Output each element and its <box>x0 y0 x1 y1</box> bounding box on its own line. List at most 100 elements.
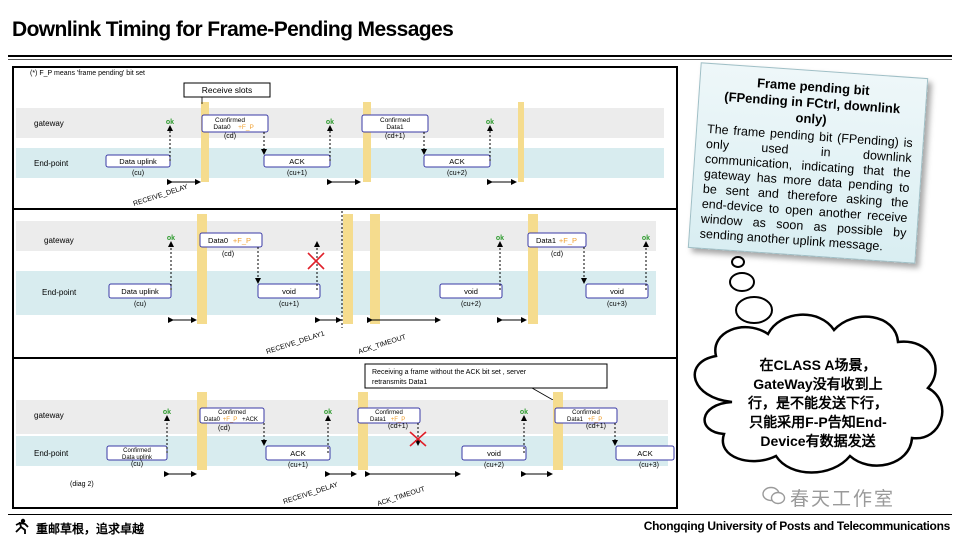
ok-label: ok <box>520 409 528 416</box>
ok-label: ok <box>167 235 175 242</box>
ack-box <box>265 445 331 461</box>
thought-bubble-large <box>735 296 773 324</box>
receive-slot <box>201 102 209 182</box>
fp-label: +F_P <box>238 124 254 131</box>
data0-box <box>199 232 263 248</box>
ok-label: ok <box>163 409 171 416</box>
cd1-label: (cd+1) <box>385 133 405 140</box>
data1-label: Data1 <box>536 236 556 245</box>
cu2-label: (cu+2) <box>461 301 481 308</box>
receive-slot <box>363 102 371 182</box>
ack-label: ACK <box>637 449 652 458</box>
fp-label: +F_P <box>233 236 251 245</box>
ack-timeout-label: ACK_TIMEOUT <box>376 486 426 508</box>
receive-slot <box>197 214 207 324</box>
ok-label: ok <box>642 235 650 242</box>
data0-label: Data0 <box>204 417 221 423</box>
receive-slots-callout <box>183 82 271 98</box>
endpoint-label: End-point <box>34 159 69 168</box>
fp-label: +F_P <box>223 417 238 423</box>
data0-label: Data0 <box>208 236 228 245</box>
confirmed-label: Confirmed <box>218 410 246 416</box>
cloud-line4: 只能采用F-P告知End- <box>749 414 887 430</box>
cd-label: (cd) <box>224 133 236 140</box>
cu1-label: (cu+1) <box>287 170 307 177</box>
cu1-label: (cu+1) <box>288 462 308 469</box>
panel-2: gateway End-point Data uplink (cu) ok Da… <box>16 211 656 356</box>
lost-cross-icon <box>307 252 325 270</box>
cloud-line5: Device有数据发送 <box>760 433 876 449</box>
receive-slot <box>518 102 524 182</box>
fp-note: (*) F_P means 'frame pending' bit set <box>30 70 145 77</box>
cu2-label: (cu+2) <box>447 170 467 177</box>
title-rule <box>8 55 952 57</box>
confirmed-data1-box <box>554 407 618 424</box>
gateway-label: gateway <box>44 236 74 245</box>
cu1-label: (cu+1) <box>279 301 299 308</box>
title-rule-thin <box>8 59 952 60</box>
cd1-label: (cd+1) <box>586 423 606 430</box>
fp-label: +F_P <box>588 417 603 423</box>
confirmed-label: Confirmed <box>123 448 151 454</box>
data1-label: Data1 <box>567 417 584 423</box>
data1-label: Data1 <box>370 417 387 423</box>
confirmed-label: Confirmed <box>215 117 245 124</box>
callout-line2: retransmits Data1 <box>372 379 427 386</box>
thought-bubble-small <box>731 256 745 268</box>
gateway-label: gateway <box>34 411 64 420</box>
cloud-shape <box>693 313 944 474</box>
void-box <box>461 445 527 461</box>
confirmed-label: Confirmed <box>380 117 410 124</box>
ok-label: ok <box>166 119 174 126</box>
fp-label: +F_P <box>391 417 406 423</box>
ack-label: ACK <box>449 157 464 166</box>
endpoint-label: End-point <box>42 288 77 297</box>
receive-slot <box>343 214 353 324</box>
receive-slot <box>370 214 380 324</box>
ok-label: ok <box>496 235 504 242</box>
data1-box <box>527 232 587 248</box>
diagram-frame <box>12 66 678 509</box>
cu-label: (cu) <box>131 461 143 468</box>
plus-ack-label: +ACK <box>242 417 258 423</box>
cu-label: (cu) <box>132 170 144 177</box>
lost-cross-icon <box>409 431 427 447</box>
footer-slogan: 重邮草根，追求卓越 <box>36 522 145 536</box>
thought-cloud <box>693 256 944 474</box>
ack-timeout-label: ACK_TIMEOUT <box>357 334 407 356</box>
confirmed-data1-box <box>361 114 429 133</box>
void-label: void <box>610 287 624 296</box>
data1-label: Data1 <box>386 124 404 131</box>
callout-line1: Receiving a frame without the ACK bit se… <box>372 369 527 376</box>
running-figure-icon <box>15 518 29 534</box>
confirmed-label: Confirmed <box>572 410 600 416</box>
void-label: void <box>464 287 478 296</box>
cu-label: (cu) <box>134 301 146 308</box>
wechat-icon <box>762 486 786 505</box>
ok-label: ok <box>486 119 494 126</box>
receive-slot <box>358 392 368 470</box>
confirmed-data0-box <box>201 114 269 133</box>
cloud-line3: 行，是不能发送下行， <box>748 395 888 411</box>
confirmed-data0-box <box>199 407 265 424</box>
cu3-label: (cu+3) <box>639 462 659 469</box>
cd-label: (cd) <box>222 251 234 258</box>
cu2-label: (cu+2) <box>484 462 504 469</box>
data-uplink-label: Data uplink <box>121 287 159 296</box>
receive-slots-label: Receive slots <box>202 85 253 95</box>
data-uplink-label: Data uplink <box>122 455 153 461</box>
diag-label: (diag 2) <box>70 481 94 488</box>
data-uplink-box <box>108 283 172 299</box>
cloud-text: 在CLASS A场景， GateWay没有收到上 行，是不能发送下行， 只能采用… <box>718 356 918 451</box>
footer-rule <box>8 514 952 515</box>
watermark-text: 春天工作室 <box>790 489 896 510</box>
void-label: void <box>282 287 296 296</box>
receive-delay1-label: RECEIVE_DELAY1 <box>265 330 325 356</box>
timing-diagram: (*) F_P means 'frame pending' bit set ga… <box>12 66 678 509</box>
data0-label: Data0 <box>213 124 231 131</box>
gateway-label: gateway <box>34 119 64 128</box>
receive-slot <box>553 392 563 470</box>
footer-university: Chongqing University of Posts and Teleco… <box>643 519 951 533</box>
void-box <box>585 283 649 299</box>
receive-slot <box>197 392 207 470</box>
